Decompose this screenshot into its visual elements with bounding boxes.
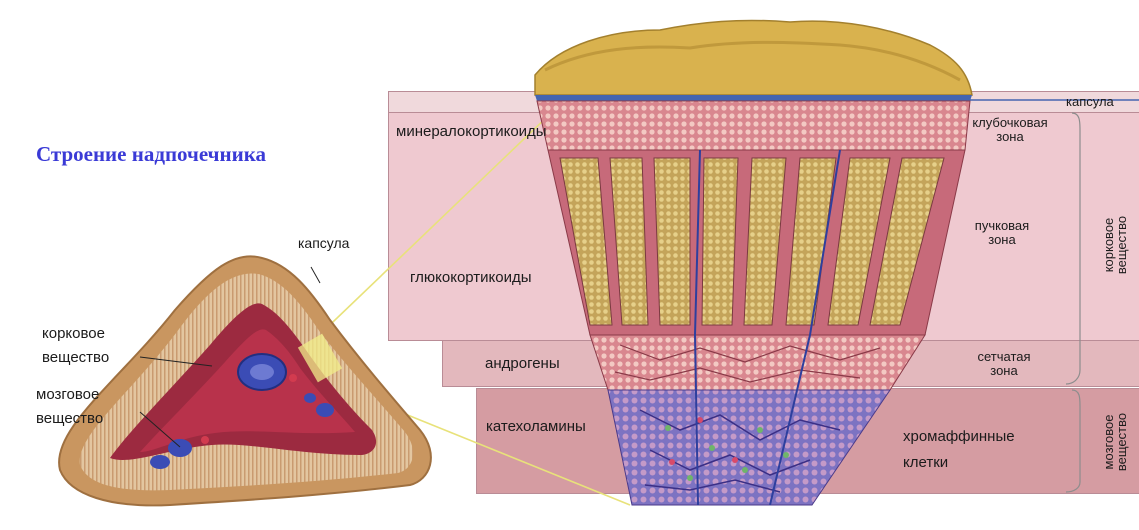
reticular-zone-label: сетчатая зона — [962, 350, 1046, 378]
chromaffin-cells-label: хромаффинные клетки — [903, 424, 1015, 476]
medulla-side-label: мозговое вещество — [1102, 395, 1132, 489]
left-gland — [59, 256, 431, 505]
mineralocorticoids-label: минералокортикоиды — [396, 123, 547, 140]
glomerular-zone-label: клубочковая зона — [962, 116, 1058, 144]
fascicular-zone-label: пучковая зона — [962, 219, 1042, 247]
capsule-zone-label: капсула — [1066, 94, 1114, 109]
glucocorticoids-label: глюкокортикоиды — [410, 269, 532, 286]
left-cortex-label: корковое вещество — [42, 322, 109, 370]
left-medulla-label: мозговое вещество — [36, 383, 103, 431]
cross-section — [535, 20, 1139, 505]
catecholamines-label: катехоламины — [486, 418, 586, 435]
bracket-lines — [1066, 113, 1080, 492]
cortex-side-label: корковое вещество — [1102, 190, 1132, 300]
androgens-label: андрогены — [485, 355, 560, 372]
left-capsule-label: капсула — [298, 235, 349, 251]
